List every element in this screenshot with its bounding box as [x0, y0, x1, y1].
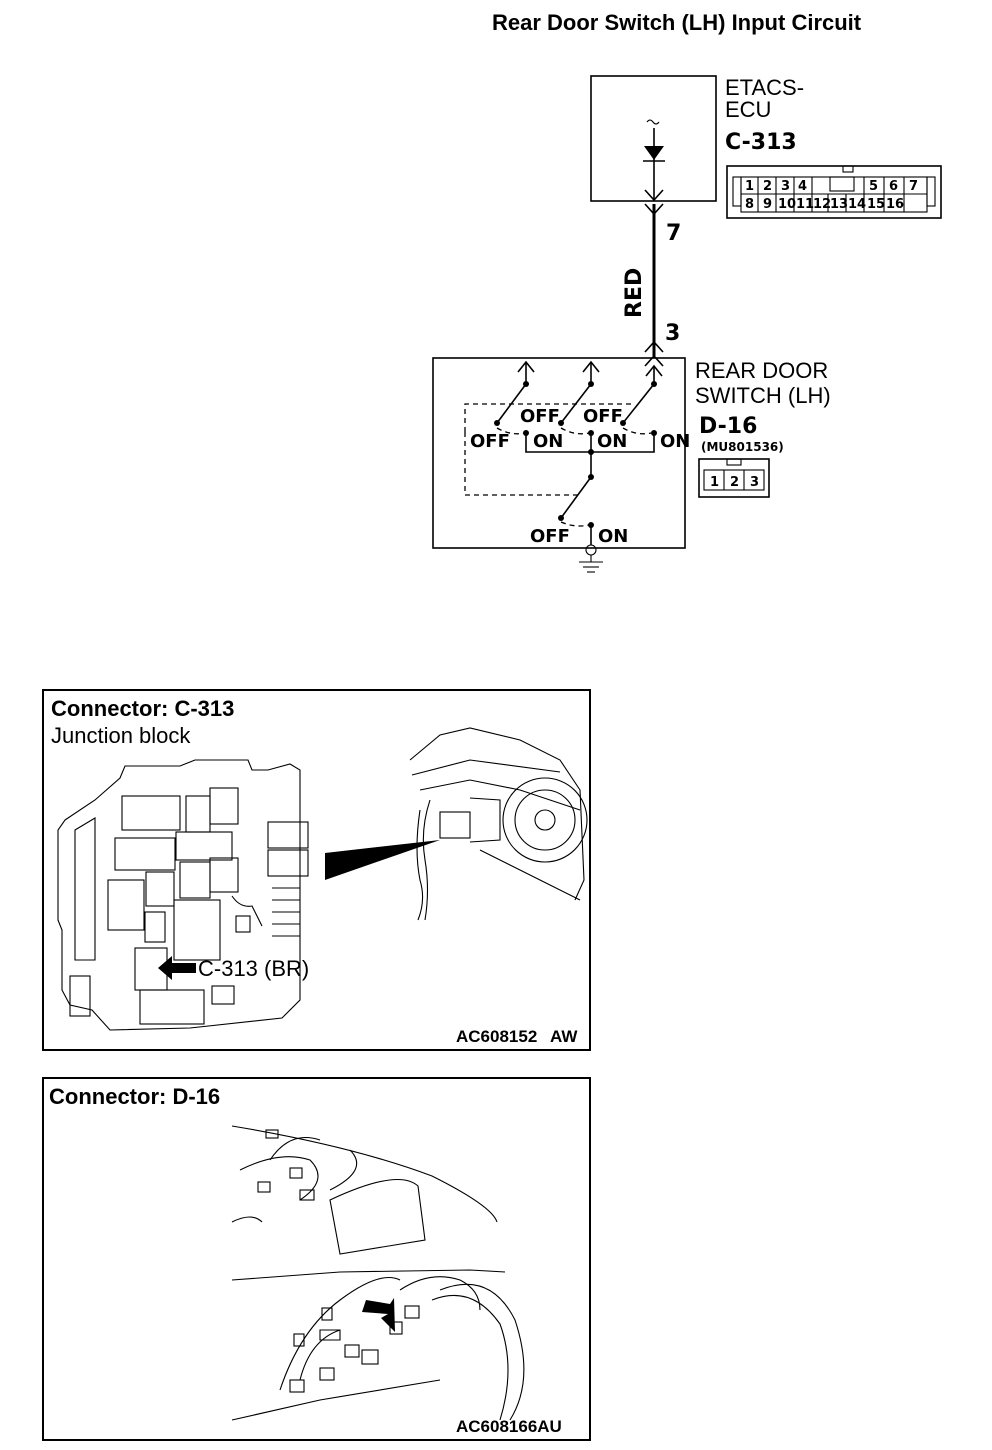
ecu-pin-8: 8	[745, 197, 754, 212]
switch-contacts	[494, 381, 657, 545]
ground-icon	[579, 544, 603, 573]
switch-pin-1: 1	[710, 475, 719, 490]
state-on-3: ON	[660, 431, 690, 452]
ecu-pin-13: 13	[830, 197, 848, 212]
switch-name-line2: SWITCH (LH)	[695, 383, 831, 408]
ecu-pin-7: 7	[909, 179, 918, 194]
figure-c313-code: AC608152	[456, 1027, 537, 1046]
ecu-pin-9: 9	[763, 197, 772, 212]
ecu-pin-6: 6	[889, 179, 898, 194]
state-on-4: ON	[598, 526, 628, 547]
ecu-pin-3: 3	[781, 179, 790, 194]
ecu-pin-number: 7	[666, 221, 681, 246]
figure-d16-heading: Connector: D-16	[49, 1084, 220, 1109]
figure-d16-code: AC608166AU	[456, 1417, 562, 1436]
ecu-pin-1: 1	[745, 179, 754, 194]
state-off-1: OFF	[470, 431, 510, 452]
figure-c313-frame	[42, 689, 591, 1051]
figure-d16-frame	[42, 1077, 591, 1441]
state-off-2: OFF	[520, 406, 560, 427]
page-title: Rear Door Switch (LH) Input Circuit	[492, 10, 862, 35]
dashboard-illustration	[409, 727, 588, 921]
ecu-connector-id: C-313	[725, 130, 797, 155]
ecu-pin-11: 11	[796, 197, 814, 212]
rear-door-illustration	[231, 1125, 525, 1421]
ecu-pin-14: 14	[848, 197, 866, 212]
location-arrow-icon	[362, 1298, 395, 1332]
ecu-pin-4: 4	[798, 179, 807, 194]
location-wedge	[325, 840, 440, 880]
junction-block-illustration	[57, 759, 309, 1031]
ecu-pin-2: 2	[763, 179, 772, 194]
switch-pin-number: 3	[665, 321, 680, 346]
state-off-4: OFF	[530, 526, 570, 547]
figure-c313-subheading: Junction block	[51, 723, 191, 748]
switch-pin-3: 3	[750, 475, 759, 490]
switch-connector-id: D-16	[699, 414, 757, 439]
ecu-name-line1: ETACS-	[725, 75, 804, 100]
ecu-connector-face	[726, 165, 942, 219]
switch-connector-face	[698, 458, 770, 498]
diode-icon	[644, 146, 664, 160]
state-on-2: ON	[597, 431, 627, 452]
ecu-pin-10: 10	[778, 197, 796, 212]
callout-arrow-icon	[158, 956, 196, 980]
ecu-pin-15: 15	[867, 197, 885, 212]
switch-name-line1: REAR DOOR	[695, 358, 828, 383]
state-off-3: OFF	[583, 406, 623, 427]
ecu-pin-16: 16	[886, 197, 904, 212]
figure-c313-suffix: AW	[550, 1027, 578, 1046]
figure-c313-callout: C-313 (BR)	[198, 956, 309, 981]
ecu-pin-12: 12	[813, 197, 831, 212]
switch-linkage	[464, 403, 634, 496]
ecu-name-line2: ECU	[725, 97, 771, 122]
wire-color-label: RED	[622, 268, 647, 318]
ecu-internal-source	[646, 119, 660, 125]
state-on-1: ON	[533, 431, 563, 452]
ecu-pin-5: 5	[869, 179, 878, 194]
figure-c313-heading: Connector: C-313	[51, 696, 234, 721]
switch-pin-2: 2	[730, 475, 739, 490]
switch-box	[432, 357, 686, 549]
switch-part-number: (MU801536)	[701, 440, 784, 454]
